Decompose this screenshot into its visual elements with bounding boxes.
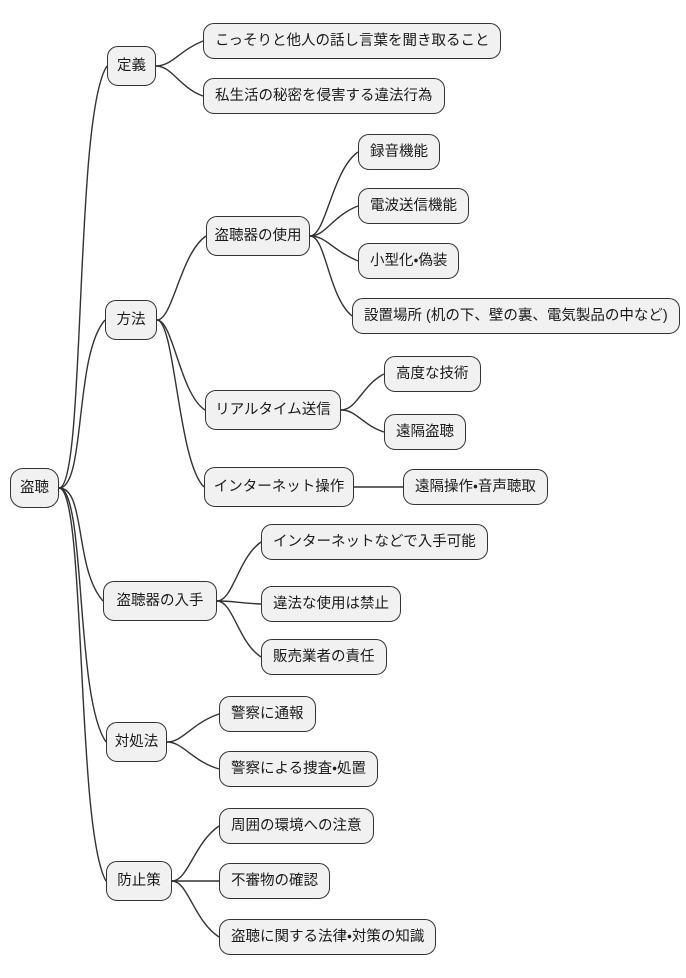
node-acquisition-child-3: 販売業者の責任 — [261, 638, 387, 676]
edge-root-acquisition — [58, 487, 104, 602]
edge-device-use-1 — [309, 151, 359, 237]
node-definition-child-1: こっそりと他人の話し言葉を聞き取ること — [203, 22, 502, 60]
node-device-use-child-4: 設置場所 (机の下、壁の裏、電気製品の中など) — [352, 297, 680, 335]
edge-realtime-2 — [340, 409, 385, 433]
edge-countermeasures-2 — [166, 741, 220, 770]
node-internet-operation: インターネット操作 — [204, 466, 354, 508]
node-countermeasures: 対処法 — [106, 721, 167, 763]
node-acquisition: 盗聴器の入手 — [103, 580, 217, 622]
edge-root-prevention — [58, 487, 107, 882]
node-countermeasures-child-1: 警察に通報 — [219, 695, 316, 733]
edge-definition-2 — [155, 65, 204, 97]
node-prevention-child-2: 不審物の確認 — [219, 862, 330, 900]
node-internet-operation-child-1: 遠隔操作・音声聴取 — [403, 468, 548, 506]
node-prevention-child-1: 周囲の環境への注意 — [219, 807, 374, 845]
edge-root-definition — [58, 65, 108, 489]
node-prevention: 防止策 — [106, 860, 172, 902]
node-countermeasures-child-2: 警察による捜査・処置 — [219, 750, 378, 788]
node-realtime-child-2: 遠隔盗聴 — [384, 413, 466, 451]
node-acquisition-child-1: インターネットなどで入手可能 — [261, 523, 488, 561]
edge-methods-internet-op — [156, 319, 205, 488]
edge-device-use-2 — [309, 205, 359, 237]
node-device-use-child-1: 録音機能 — [358, 133, 440, 171]
node-device-use-child-3: 小型化・偽装 — [358, 242, 460, 280]
node-definition: 定義 — [107, 45, 156, 87]
node-realtime: リアルタイム送信 — [205, 389, 341, 431]
node-prevention-child-3: 盗聴に関する法律・対策の知識 — [219, 918, 437, 956]
node-device-use-child-2: 電波送信機能 — [358, 187, 469, 225]
node-realtime-child-1: 高度な技術 — [384, 355, 481, 393]
edge-definition-1 — [155, 40, 204, 67]
node-device-use: 盗聴器の使用 — [206, 215, 310, 257]
edge-acquisition-3 — [216, 600, 262, 658]
edge-root-countermeasures — [58, 487, 107, 743]
node-definition-child-2: 私生活の秘密を侵害する違法行為 — [203, 77, 445, 115]
edge-methods-realtime — [156, 319, 206, 411]
edge-acquisition-1 — [216, 541, 262, 602]
edge-prevention-3 — [171, 880, 220, 938]
node-acquisition-child-2: 違法な使用は禁止 — [261, 585, 401, 623]
node-root: 盗聴 — [10, 467, 59, 509]
edge-prevention-1 — [171, 825, 220, 882]
edge-root-methods — [58, 319, 106, 489]
edge-countermeasures-1 — [166, 713, 220, 743]
edge-realtime-1 — [340, 373, 385, 411]
edge-device-use-4 — [309, 235, 353, 317]
node-methods: 方法 — [105, 299, 157, 341]
edge-methods-device-use — [156, 235, 207, 321]
